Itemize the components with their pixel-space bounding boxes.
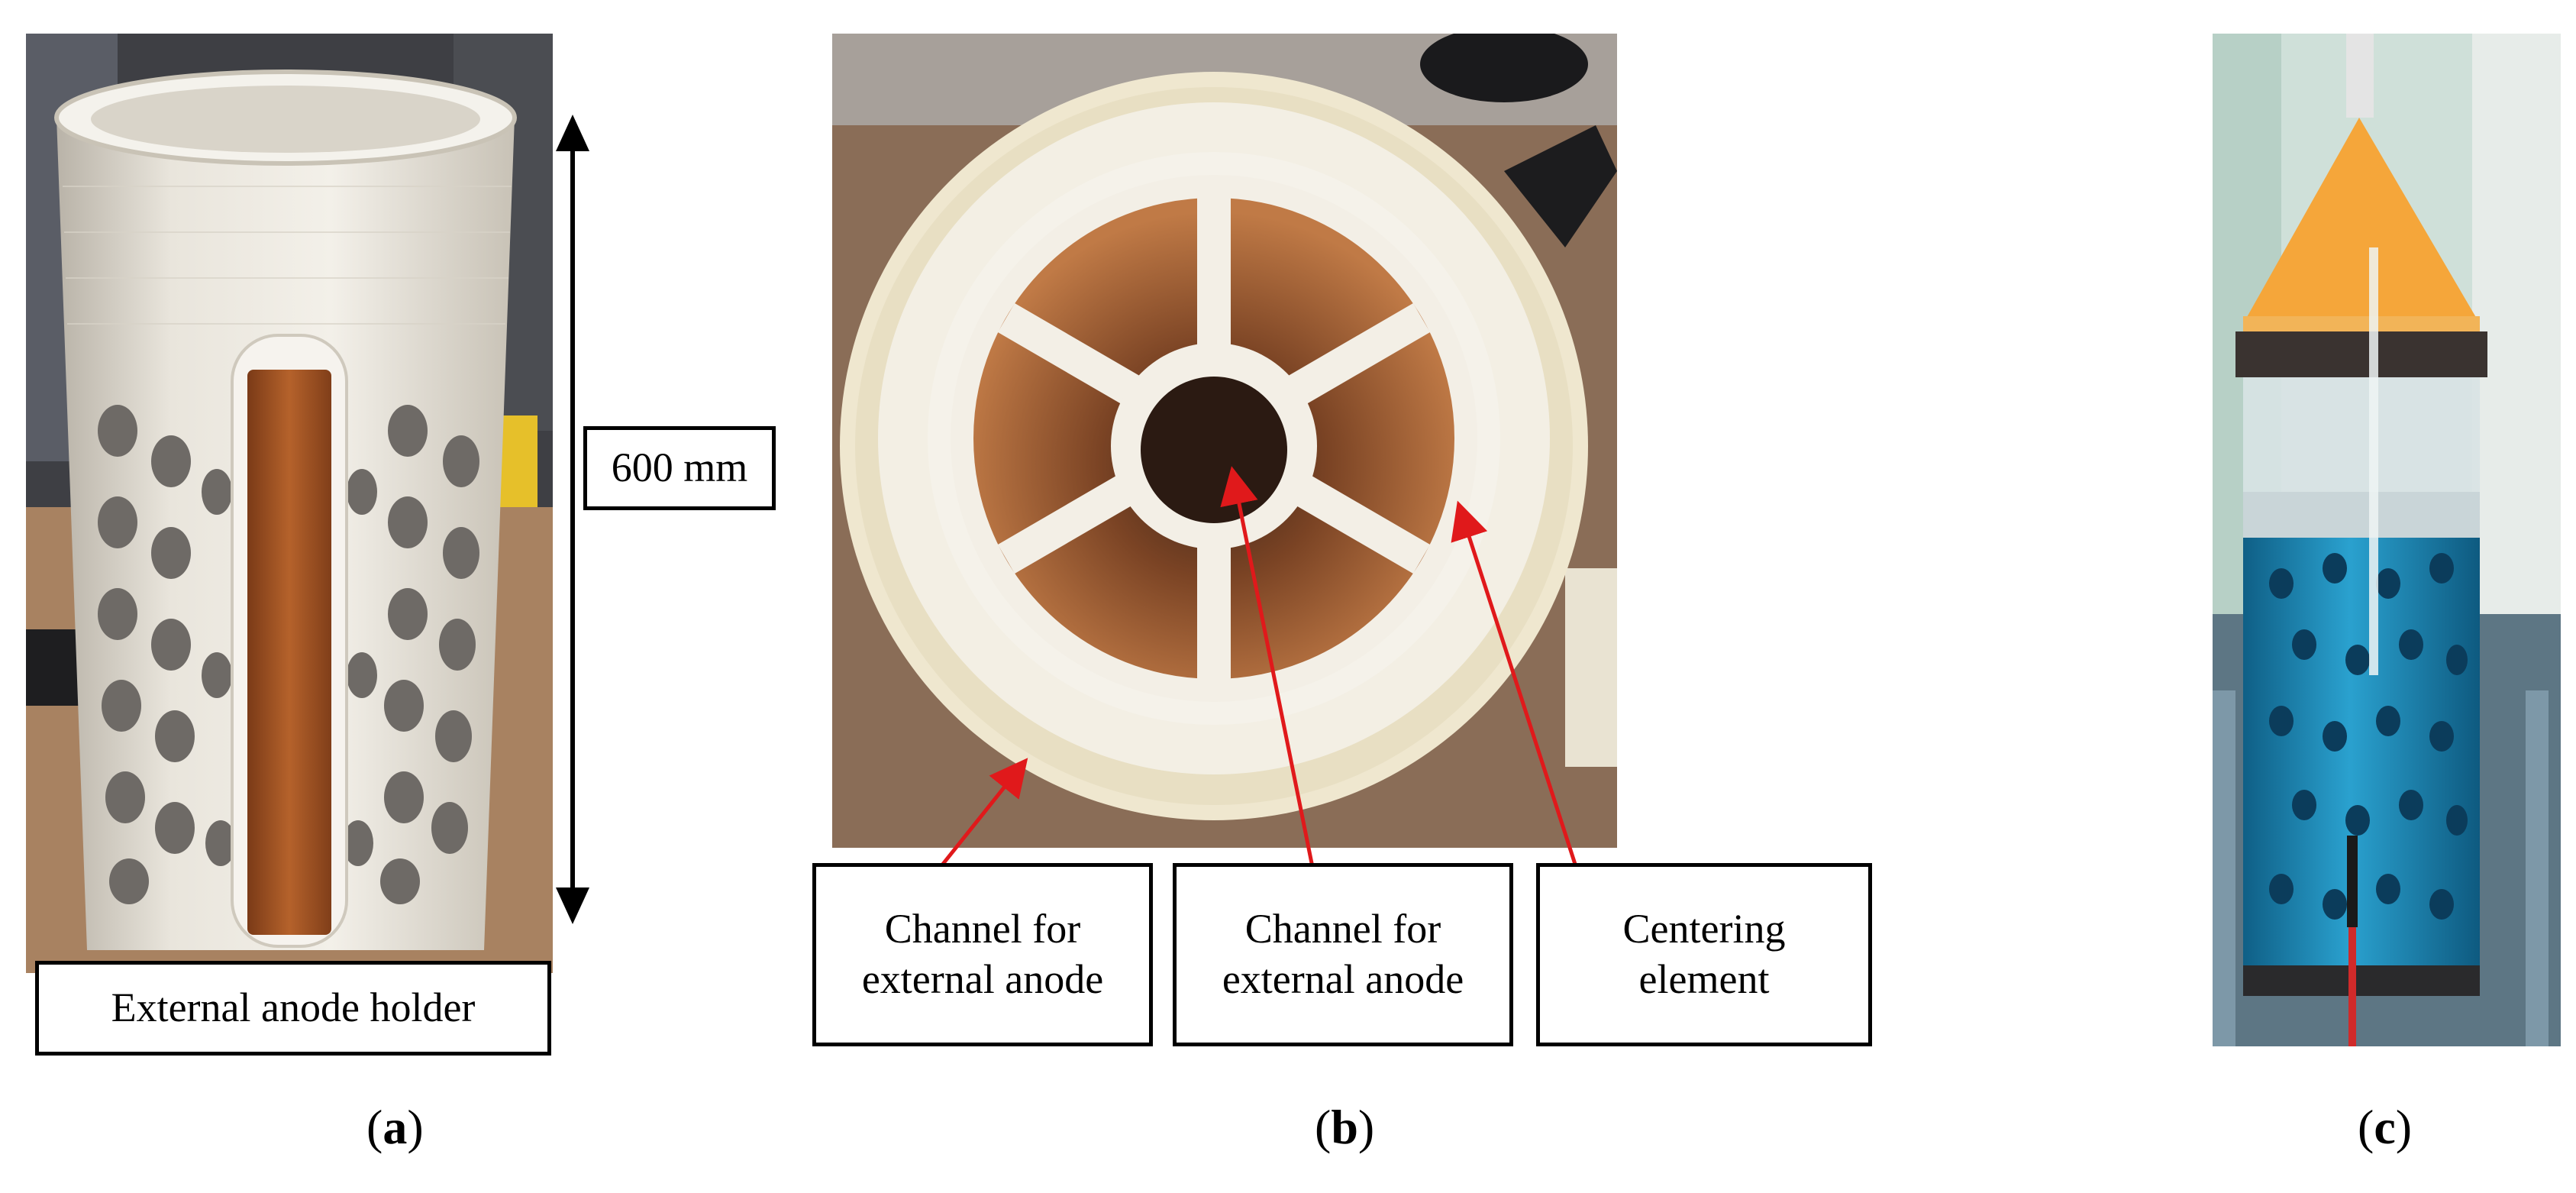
dimension-text: 600 mm [611, 445, 748, 491]
caption-b-letter: b [1331, 1100, 1358, 1154]
dimension-arrow [556, 115, 589, 924]
label-centering-line2: element [1638, 956, 1770, 1002]
photo-top-view [832, 34, 1617, 848]
photo-anode-holder [26, 34, 553, 973]
label-channel-2-line2: external anode [1222, 956, 1464, 1002]
caption-b-close: ) [1357, 1100, 1375, 1154]
dimension-label: 600 mm [583, 426, 776, 510]
caption-a-open: ( [366, 1100, 383, 1154]
caption-a-close: ) [407, 1100, 424, 1154]
caption-b: (b) [1315, 1097, 1374, 1158]
holder-text: External anode holder [111, 984, 476, 1031]
caption-c-close: ) [2395, 1100, 2413, 1154]
caption-c-open: ( [2358, 1100, 2374, 1154]
caption-a-letter: a [383, 1100, 408, 1154]
label-centering-element: Centering element [1536, 863, 1872, 1046]
caption-a: (a) [366, 1097, 424, 1158]
label-external-anode-holder: External anode holder [35, 961, 551, 1056]
photo-assembled-cell [2213, 34, 2561, 1046]
caption-c-letter: c [2374, 1100, 2396, 1154]
label-channel-1-line2: external anode [861, 956, 1104, 1002]
caption-b-open: ( [1315, 1100, 1332, 1154]
label-channel-1-line1: Channel for [884, 906, 1081, 952]
label-channel-2: Channel for external anode [1173, 863, 1513, 1046]
caption-c: (c) [2358, 1097, 2412, 1158]
label-channel-1: Channel for external anode [812, 863, 1153, 1046]
label-centering-line1: Centering [1622, 906, 1786, 952]
label-channel-2-line1: Channel for [1244, 906, 1441, 952]
